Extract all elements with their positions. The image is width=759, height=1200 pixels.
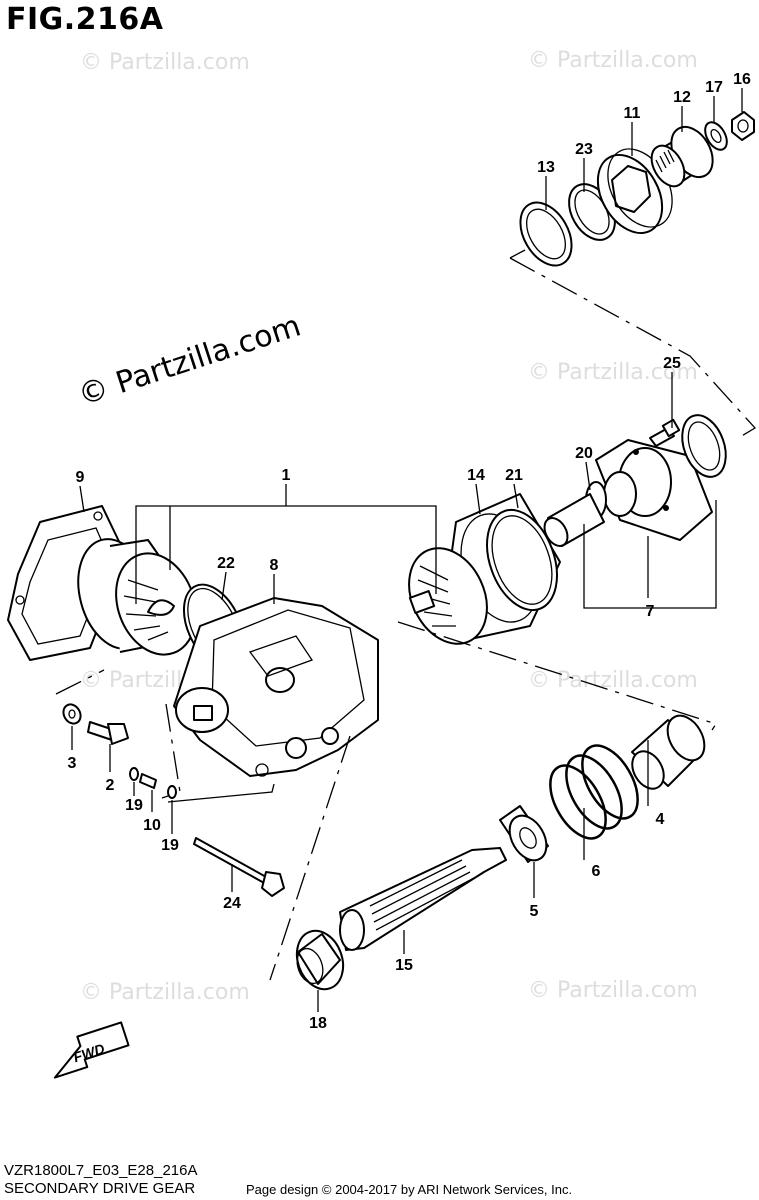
figure-name: SECONDARY DRIVE GEAR — [4, 1180, 196, 1197]
callout-13: 13 — [537, 159, 555, 176]
callout-14: 14 — [467, 467, 485, 484]
callout-19-b: 19 — [161, 837, 179, 854]
part-19-oring-b — [167, 785, 177, 799]
callout-21: 21 — [505, 467, 523, 484]
bracket-7 — [583, 500, 717, 609]
callout-23: 23 — [575, 141, 593, 158]
callout-12: 12 — [673, 89, 691, 106]
callout-5: 5 — [530, 903, 539, 920]
part-21-shim — [486, 508, 558, 612]
watermark: © Partzilla.com — [528, 48, 698, 73]
part-7-bearing-housing — [595, 414, 727, 541]
watermark: © Partzilla.com — [80, 980, 250, 1005]
part-13-seal — [519, 201, 573, 267]
callout-1: 1 — [282, 467, 291, 484]
figure-title: FIG.216A — [6, 2, 164, 37]
fwd-arrow-icon: FWD — [53, 1021, 130, 1079]
part-3-washer — [62, 703, 82, 725]
callout-17: 17 — [705, 79, 723, 96]
part-2-bolt — [87, 721, 129, 745]
part-1-bevel-gear-right — [408, 547, 488, 645]
part-24-bolt — [193, 837, 285, 897]
callout-25: 25 — [663, 355, 681, 372]
part-4-bearing — [631, 714, 706, 790]
part-8-gear-case — [173, 597, 379, 777]
callout-15: 15 — [395, 957, 413, 974]
callout-22: 22 — [217, 555, 235, 572]
callout-16: 16 — [733, 71, 751, 88]
callout-2: 2 — [106, 777, 115, 794]
callout-7: 7 — [646, 603, 655, 620]
callout-24: 24 — [223, 895, 241, 912]
callout-6: 6 — [592, 863, 601, 880]
callout-4: 4 — [656, 811, 665, 828]
part-15-drive-shaft — [339, 847, 507, 951]
watermark: © Partzilla.com — [528, 978, 698, 1003]
part-6-spring — [549, 744, 639, 840]
part-19-oring-a — [129, 767, 139, 781]
page-credit: Page design © 2004-2017 by ARI Network S… — [246, 1182, 573, 1197]
callout-19-a: 19 — [125, 797, 143, 814]
part-18-bearing — [295, 929, 345, 991]
part-16-nut — [731, 111, 755, 141]
callout-3: 3 — [68, 755, 77, 772]
part-17-washer — [704, 121, 728, 151]
callout-8: 8 — [270, 557, 279, 574]
callout-10: 10 — [143, 817, 161, 834]
model-code: VZR1800L7_E03_E28_216A — [4, 1162, 198, 1179]
callout-20: 20 — [575, 445, 593, 462]
callout-9: 9 — [76, 469, 85, 486]
part-7-shaft — [543, 493, 605, 547]
part-12-bearing — [650, 125, 714, 188]
part-25-bolt — [649, 418, 681, 447]
part-5-cam — [499, 805, 549, 863]
callout-18: 18 — [309, 1015, 327, 1032]
watermark: © Partzilla.com — [528, 360, 698, 385]
part-10-dowel — [139, 773, 157, 789]
watermark: © Partzilla.com — [80, 50, 250, 75]
callout-11: 11 — [624, 105, 641, 122]
fwd-label: FWD — [71, 1040, 106, 1065]
